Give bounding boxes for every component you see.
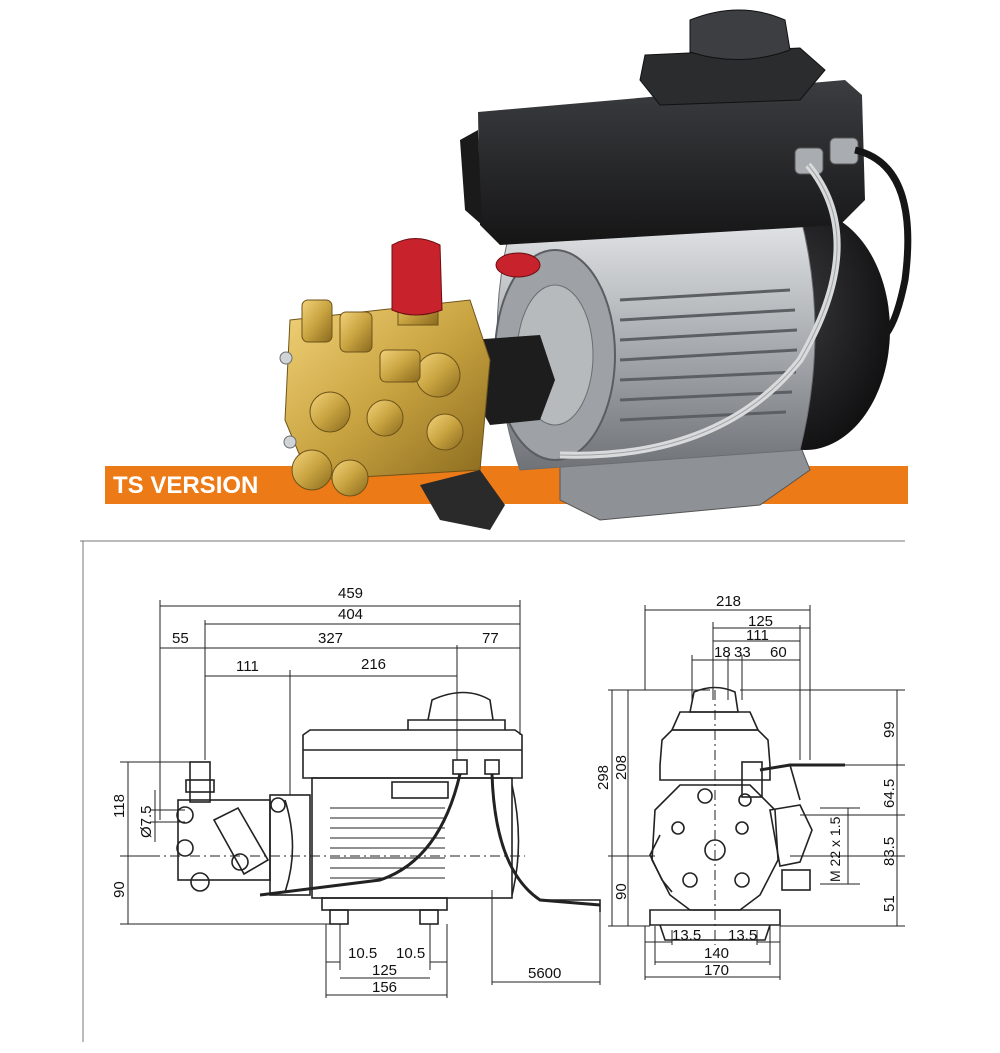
- brass-fittings: [291, 299, 464, 497]
- dimension-drawing: 459 404 327 77 55 111 216 118 90 Ø7.5 10…: [80, 540, 905, 1042]
- motor-cooling-fins: [619, 288, 798, 422]
- dim-90: 90: [111, 881, 128, 898]
- dim-bore: Ø7.5: [138, 805, 155, 838]
- dim-33: 33: [734, 644, 751, 661]
- dim-77: 77: [482, 630, 499, 647]
- chrome-nuts: [279, 351, 297, 449]
- product-photo-area: TS VERSION: [105, 9, 912, 530]
- terminal-box-cover: [639, 47, 826, 106]
- dim-51: 51: [881, 895, 898, 912]
- dim-156: 156: [372, 979, 397, 996]
- power-cable: [854, 146, 912, 343]
- dim-208: 208: [613, 755, 630, 780]
- dim-404: 404: [338, 606, 363, 623]
- dim-83-5: 83.5: [881, 837, 898, 866]
- dim-125: 125: [372, 962, 397, 979]
- dim-111: 111: [236, 658, 259, 675]
- dim-13-5-right: 13.5: [728, 927, 757, 944]
- dim-298: 298: [595, 765, 612, 790]
- front-view-dimension-lines: [608, 605, 905, 980]
- dim-55: 55: [172, 630, 189, 647]
- terminal-box: [478, 80, 865, 245]
- dim-216: 216: [361, 656, 386, 673]
- dim-5600: 5600: [528, 965, 561, 982]
- cable-gland: [829, 137, 859, 165]
- switch-knob: [689, 9, 791, 61]
- reset-button: [495, 252, 541, 278]
- dim-170: 170: [704, 962, 729, 979]
- dim-218: 218: [716, 593, 741, 610]
- side-view: [150, 691, 601, 925]
- product-photo: TS VERSION: [105, 9, 912, 530]
- dim-10-5-right: 10.5: [396, 945, 425, 962]
- dim-140: 140: [704, 945, 729, 962]
- outlet-fitting: [420, 470, 505, 530]
- side-view-dimension-lines: [120, 600, 601, 998]
- version-banner-label: TS VERSION: [113, 472, 258, 499]
- dim-thread: M 22 x 1.5: [827, 816, 843, 882]
- front-view: [649, 686, 845, 945]
- dim-327: 327: [318, 630, 343, 647]
- dim-60: 60: [770, 644, 787, 661]
- unloader-valve-cap: [391, 238, 443, 316]
- technical-drawing: 459 404 327 77 55 111 216 118 90 Ø7.5 10…: [0, 540, 1000, 1048]
- pressure-switch: [470, 335, 555, 425]
- dim-90-front: 90: [613, 883, 630, 900]
- dim-10-5-left: 10.5: [348, 945, 377, 962]
- cable-gland: [794, 147, 824, 175]
- dim-64-5: 64.5: [881, 779, 898, 808]
- dim-13-5-left: 13.5: [672, 927, 701, 944]
- dim-459: 459: [338, 585, 363, 602]
- dim-125: 125: [748, 613, 773, 630]
- dim-118: 118: [111, 794, 128, 818]
- dim-111: 111: [746, 627, 769, 644]
- dim-18: 18: [714, 644, 731, 661]
- dim-99: 99: [881, 721, 898, 738]
